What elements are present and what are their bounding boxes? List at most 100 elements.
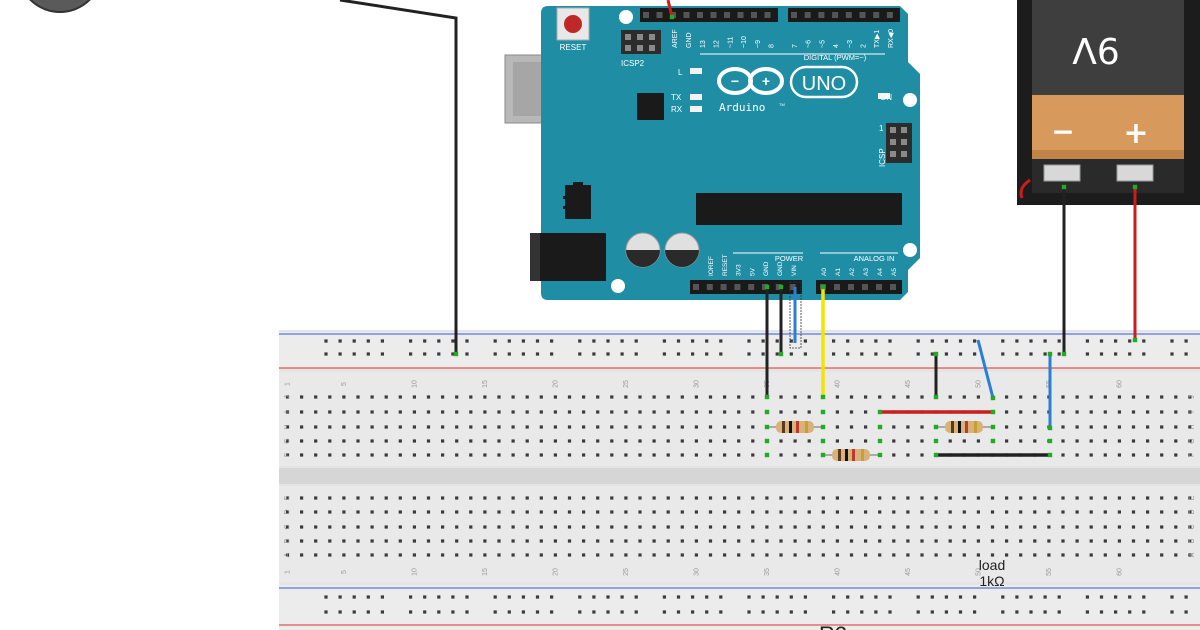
breadboard-hole (521, 352, 525, 356)
breadboard-hole (338, 610, 342, 614)
breadboard-hole (342, 525, 346, 529)
breadboard-hole (356, 425, 360, 429)
breadboard-hole (1142, 595, 1146, 599)
connection-marker (764, 424, 770, 430)
header-hole (818, 12, 825, 18)
breadboard-hole (1146, 525, 1150, 529)
breadboard-hole (1099, 352, 1104, 356)
power-pin-label: GND (777, 261, 784, 276)
resistor-band (789, 421, 792, 433)
breadboard-hole (300, 425, 304, 429)
bottom-power-rail (279, 585, 1200, 630)
breadboard-hole (441, 439, 445, 443)
breadboard-hole (412, 496, 416, 500)
breadboard-hole (352, 595, 356, 599)
breadboard-hole (1033, 510, 1037, 514)
breadboard-hole (356, 410, 360, 414)
breadboard-hole (779, 439, 783, 443)
breadboard-hole (398, 510, 402, 514)
breadboard-hole (582, 525, 586, 529)
breadboard-hole (483, 496, 487, 500)
breadboard-hole (1131, 395, 1136, 399)
breadboard-hole (356, 453, 360, 457)
breadboard-hole (1085, 352, 1089, 356)
breadboard-hole (1089, 553, 1093, 557)
breadboard-hole (906, 496, 910, 500)
breadboard-hole (596, 439, 600, 443)
breadboard-hole (398, 453, 402, 457)
breadboard-hole (1033, 410, 1037, 414)
breadboard-hole (1019, 496, 1023, 500)
bottom-terminal-strip (279, 486, 1200, 582)
breadboard-hole (426, 510, 431, 514)
breadboard-hole (1146, 410, 1150, 414)
breadboard-hole (384, 553, 388, 557)
connection-marker (1047, 425, 1053, 431)
breadboard-hole (1174, 439, 1178, 443)
breadboard-hole (285, 539, 290, 543)
breadboard-hole (948, 553, 952, 557)
breadboard-hole (1184, 339, 1188, 343)
breadboard-hole (793, 525, 797, 529)
breadboard-hole (803, 595, 807, 599)
column-number: 5 (341, 570, 348, 574)
breadboard-hole (285, 439, 290, 443)
breadboard-hole (821, 510, 825, 514)
breadboard-hole (1117, 453, 1121, 457)
breadboard-hole (680, 395, 684, 399)
row-letter: E (1189, 495, 1196, 500)
breadboard-hole (1142, 610, 1146, 614)
breadboard-hole (567, 539, 572, 543)
breadboard-hole (328, 539, 332, 543)
breadboard-hole (567, 496, 572, 500)
column-number: 55 (1046, 568, 1053, 576)
breadboard-hole (1160, 410, 1164, 414)
breadboard-hole (1160, 453, 1164, 457)
breadboard-hole (1089, 439, 1093, 443)
connection-marker (990, 395, 996, 401)
icsp2-pin (649, 34, 655, 40)
analog-pin-label: A1 (835, 268, 842, 276)
breadboard-hole (821, 539, 825, 543)
breadboard-hole (708, 453, 713, 457)
breadboard-hole (582, 395, 586, 399)
breadboard-hole (638, 510, 642, 514)
breadboard-hole (708, 439, 713, 443)
breadboard-hole (934, 496, 938, 500)
breadboard-hole (976, 395, 980, 399)
breadboard-hole (694, 453, 698, 457)
breadboard-hole (451, 595, 455, 599)
breadboard-hole (719, 595, 723, 599)
breadboard-hole (324, 339, 328, 343)
breadboard-hole (775, 339, 779, 343)
breadboard-hole (441, 510, 445, 514)
breadboard-hole (497, 425, 501, 429)
breadboard-hole (1117, 525, 1121, 529)
breadboard-hole (779, 453, 783, 457)
breadboard-hole (874, 595, 878, 599)
breadboard-hole (1160, 439, 1164, 443)
breadboard-hole (976, 525, 980, 529)
breadboard-hole (483, 410, 487, 414)
header-hole (873, 12, 880, 18)
breadboard-hole (511, 410, 515, 414)
connection-marker (933, 424, 939, 430)
breadboard-hole (807, 439, 811, 443)
breadboard-hole (483, 525, 487, 529)
breadboard-hole (553, 525, 557, 529)
resistor-band (974, 421, 977, 433)
breadboard-hole (1128, 352, 1132, 356)
breadboard-hole (1061, 510, 1065, 514)
usb-chip (637, 93, 664, 120)
breadboard-hole (1005, 410, 1009, 414)
breadboard-hole (705, 352, 709, 356)
resistor-2 (823, 449, 880, 461)
breadboard-hole (342, 539, 346, 543)
breadboard-hole (976, 553, 980, 557)
breadboard-hole (751, 539, 755, 543)
breadboard-hole (723, 439, 727, 443)
breadboard-hole (976, 510, 980, 514)
header-hole (697, 12, 703, 18)
row-letter: E (284, 495, 291, 500)
breadboard-hole (624, 539, 628, 543)
